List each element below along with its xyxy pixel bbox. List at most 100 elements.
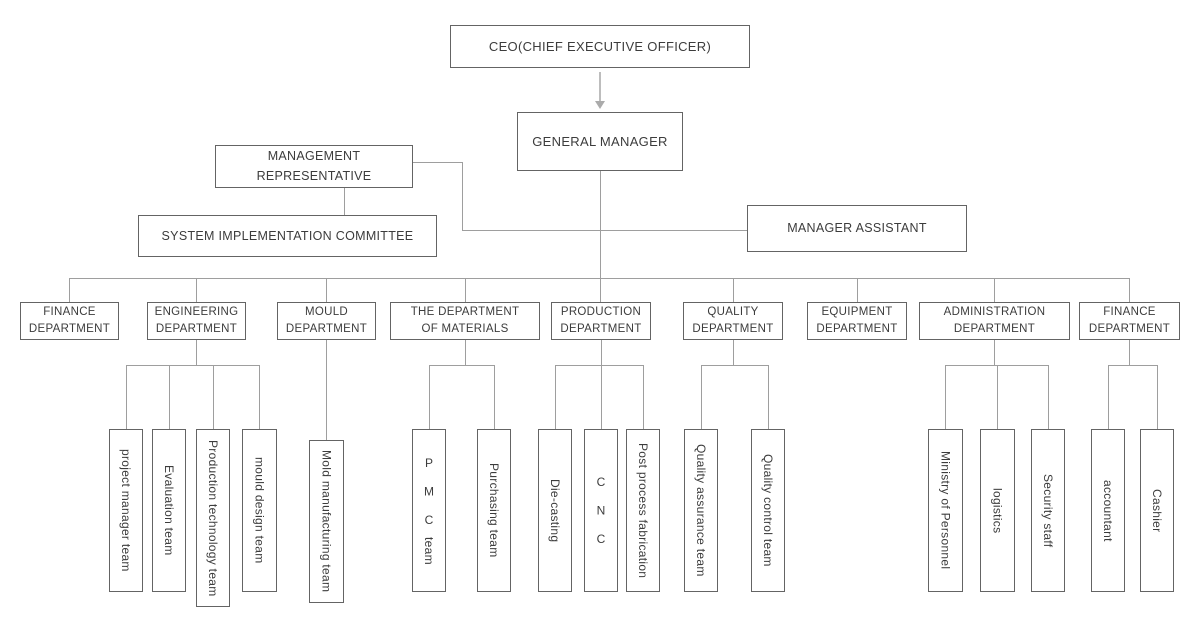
node-system-implementation-committee: SYSTEM IMPLEMENTATION COMMITTEE: [138, 215, 437, 257]
connector-finance-right-t1: [1108, 365, 1109, 429]
team-cnc: C N C: [584, 429, 618, 592]
dept-production-line2: DEPARTMENT: [560, 323, 642, 335]
connector-assistant: [462, 230, 747, 231]
connector-tick-finance-right: [1129, 278, 1130, 302]
connector-quality-down: [733, 340, 734, 365]
team-cashier: Cashier: [1140, 429, 1174, 592]
connector-quality-t1: [701, 365, 702, 429]
dept-finance-left-line1: FINANCE: [43, 305, 96, 318]
node-system-implementation-committee-label: SYSTEM IMPLEMENTATION COMMITTEE: [161, 228, 414, 243]
connector-quality-bar: [701, 365, 769, 366]
team-purchasing: Purchasing team: [477, 429, 511, 592]
dept-production-line1: PRODUCTION: [560, 305, 642, 318]
team-quality-assurance: Quality assurance team: [684, 429, 718, 592]
connector-materials-t2: [494, 365, 495, 429]
connector-engineering-t1: [126, 365, 127, 429]
team-quality-control-label: Quality control team: [761, 454, 775, 567]
connector-administration-bar: [945, 365, 1048, 366]
connector-materials-bar: [429, 365, 495, 366]
team-evaluation: Evaluation team: [152, 429, 186, 592]
dept-administration: ADMINISTRATION DEPARTMENT: [919, 302, 1070, 340]
node-manager-assistant-label: MANAGER ASSISTANT: [787, 221, 927, 236]
connector-tick-quality: [733, 278, 734, 302]
connector-production-t2: [601, 365, 602, 429]
connector-tick-engineering: [196, 278, 197, 302]
team-mould-design-label: mould design team: [252, 457, 267, 564]
team-security-staff-label: Security staff: [1041, 473, 1055, 548]
dept-administration-line1: ADMINISTRATION: [943, 305, 1046, 318]
connector-tick-finance-left: [69, 278, 70, 302]
dept-quality: QUALITY DEPARTMENT: [683, 302, 783, 340]
connector-production-bar: [555, 365, 644, 366]
connector-engineering-t4: [259, 365, 260, 429]
connector-bus: [69, 278, 1129, 279]
team-production-technology: Production technology team: [196, 429, 230, 607]
node-general-manager-label: GENERAL MANAGER: [532, 133, 668, 149]
dept-engineering-line2: DEPARTMENT: [155, 323, 238, 335]
team-die-casting: Die-casting: [538, 429, 572, 592]
connector-production-t3: [643, 365, 644, 429]
connector-mould-down: [326, 340, 327, 440]
node-manager-assistant: MANAGER ASSISTANT: [747, 205, 967, 252]
team-production-technology-label: Production technology team: [206, 439, 220, 597]
node-management-representative-line1: MANAGEMENT: [267, 149, 361, 164]
connector-tick-materials: [465, 278, 466, 302]
connector-tick-equipment: [857, 278, 858, 302]
dept-finance-right-line2: DEPARTMENT: [1088, 323, 1171, 335]
dept-finance-left-line2: DEPARTMENT: [28, 323, 111, 335]
connector-engineering-bar: [126, 365, 260, 366]
team-post-process: Post process fabrication: [626, 429, 660, 592]
team-ministry-of-personnel: Ministry of Personnel: [928, 429, 963, 592]
node-management-representative: MANAGEMENT REPRESENTATIVE: [215, 145, 413, 188]
connector-engineering-t3: [213, 365, 214, 429]
team-cnc-label: C N C: [594, 474, 608, 547]
connector-rep-right: [413, 162, 462, 163]
node-ceo-label: CEO(CHIEF EXECUTIVE OFFICER): [488, 38, 712, 54]
dept-quality-line1: QUALITY: [707, 305, 759, 318]
team-pmc: P M C team: [412, 429, 446, 592]
connector-tick-production: [600, 278, 601, 302]
team-pmc-suffix: team: [422, 537, 436, 566]
team-pmc-initials: P M C: [422, 455, 436, 528]
team-quality-control: Quality control team: [751, 429, 785, 592]
node-ceo: CEO(CHIEF EXECUTIVE OFFICER): [450, 25, 750, 68]
down-arrowhead-icon: [595, 101, 605, 109]
dept-equipment: EQUIPMENT DEPARTMENT: [807, 302, 907, 340]
connector-production-down: [601, 340, 602, 365]
dept-production: PRODUCTION DEPARTMENT: [551, 302, 651, 340]
connector-engineering-down: [196, 340, 197, 365]
dept-materials-line1: THE DEPARTMENT: [410, 305, 520, 318]
connector-engineering-t2: [169, 365, 170, 429]
team-project-manager: project manager team: [109, 429, 143, 592]
team-logistics: logistics: [980, 429, 1015, 592]
connector-materials-down: [465, 340, 466, 365]
team-mold-manufacturing-label: Mold manufacturing team: [319, 450, 334, 593]
team-mold-manufacturing: Mold manufacturing team: [309, 440, 344, 603]
dept-administration-line2: DEPARTMENT: [953, 323, 1036, 335]
dept-quality-line2: DEPARTMENT: [692, 323, 774, 335]
connector-finance-right-bar: [1108, 365, 1158, 366]
dept-mould: MOULD DEPARTMENT: [277, 302, 376, 340]
connector-finance-right-down: [1129, 340, 1130, 365]
connector-administration-t2: [997, 365, 998, 429]
dept-finance-right-line1: FINANCE: [1103, 305, 1156, 318]
team-post-process-label: Post process fabrication: [636, 442, 650, 579]
connector-finance-right-t2: [1157, 365, 1158, 429]
connector-tick-administration: [994, 278, 995, 302]
connector-production-t1: [555, 365, 556, 429]
team-mould-design: mould design team: [242, 429, 277, 592]
team-die-casting-label: Die-casting: [548, 478, 562, 543]
dept-engineering-line1: ENGINEERING: [154, 305, 239, 318]
team-cashier-label: Cashier: [1150, 488, 1164, 533]
connector-materials-t1: [429, 365, 430, 429]
team-evaluation-label: Evaluation team: [162, 465, 176, 556]
node-management-representative-line2: REPRESENTATIVE: [256, 168, 372, 183]
dept-finance-left: FINANCE DEPARTMENT: [20, 302, 119, 340]
team-logistics-label: logistics: [990, 487, 1005, 534]
team-purchasing-label: Purchasing team: [487, 463, 501, 558]
dept-materials: THE DEPARTMENT OF MATERIALS: [390, 302, 540, 340]
dept-finance-right: FINANCE DEPARTMENT: [1079, 302, 1180, 340]
team-project-manager-label: project manager team: [119, 449, 133, 572]
team-ministry-of-personnel-label: Ministry of Personnel: [938, 451, 953, 570]
